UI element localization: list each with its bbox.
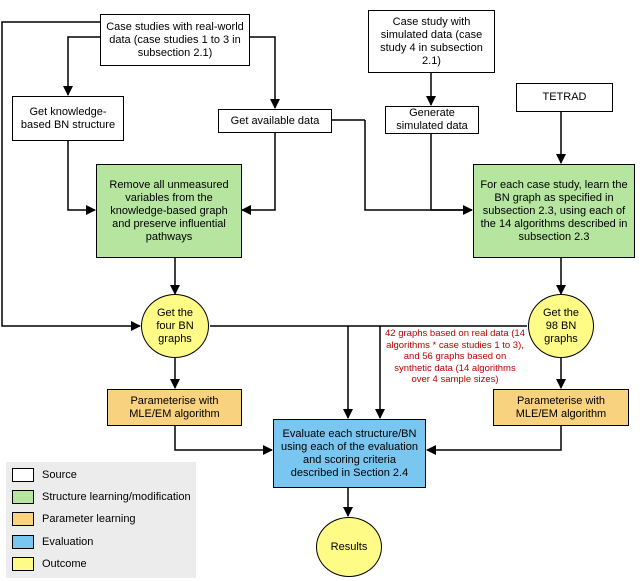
connector-param-left-to-eval <box>174 426 273 455</box>
legend-label-structure: Structure learning/modification <box>42 491 191 503</box>
four-bn-graphs-circle: Get the four BN graphs <box>141 294 209 358</box>
connector-data-to-remove <box>241 132 276 215</box>
legend-label-outcome: Outcome <box>42 558 87 570</box>
legend-item-structure: Structure learning/modification <box>12 490 191 504</box>
parameterise-right-box: Parameterise with MLE/EM algorithm <box>493 389 629 426</box>
legend-item-outcome: Outcome <box>12 557 87 571</box>
legend-label-evaluation: Evaluation <box>42 536 94 548</box>
learn-bn-label: For each case study, learn the BN graph … <box>480 178 628 243</box>
tetrad-box: TETRAD <box>516 83 613 112</box>
parameterise-left-label: Parameterise with MLE/EM algorithm <box>129 394 220 420</box>
connector-real-to-data <box>250 36 280 109</box>
98-bn-graphs-label: Get the 98 BN graphs <box>542 306 580 345</box>
knowledge-bn-box: Get knowledge-based BN structure <box>12 96 124 141</box>
legend-item-parameter: Parameter learning <box>12 512 136 526</box>
generate-data-label: Generate simulated data <box>396 107 468 132</box>
98-bn-graphs-circle: Get the 98 BN graphs <box>528 294 594 358</box>
generate-data-box: Generate simulated data <box>385 106 479 134</box>
legend-label-parameter: Parameter learning <box>42 513 136 525</box>
learn-bn-box: For each case study, learn the BN graph … <box>473 164 635 258</box>
get-data-box: Get available data <box>218 109 332 133</box>
connector-knowledge-to-remove <box>67 141 96 215</box>
real-world-data-label: Case studies with real-world data (case … <box>106 20 244 59</box>
get-data-label: Get available data <box>230 114 320 127</box>
legend-item-source: Source <box>12 468 77 482</box>
remove-variables-label: Remove all unmeasured variables from the… <box>109 178 229 243</box>
connector-param-right-to-eval <box>426 426 562 455</box>
four-bn-graphs-label: Get the four BN graphs <box>156 306 194 345</box>
simulated-data-label: Case study with simulated data (case stu… <box>380 15 483 67</box>
legend-item-evaluation: Evaluation <box>12 535 93 549</box>
legend-label-source: Source <box>42 469 77 481</box>
connector-generate-to-learn <box>430 134 473 215</box>
connector-real-to-fourbn <box>1 21 141 331</box>
legend-swatch-parameter <box>12 512 34 526</box>
real-world-data-box: Case studies with real-world data (case … <box>100 14 250 66</box>
parameterise-left-box: Parameterise with MLE/EM algorithm <box>107 389 242 426</box>
graph-count-text: 42 graphs based on real data (14 algorit… <box>385 328 525 385</box>
remove-variables-box: Remove all unmeasured variables from the… <box>96 164 242 258</box>
results-circle: Results <box>316 517 382 577</box>
graph-count-annotation: 42 graphs based on real data (14 algorit… <box>384 328 526 386</box>
tetrad-label: TETRAD <box>542 91 587 103</box>
results-label: Results <box>330 540 368 553</box>
legend-swatch-evaluation <box>12 535 34 549</box>
parameterise-right-label: Parameterise with MLE/EM algorithm <box>515 394 607 420</box>
connector-data-to-learn <box>364 120 472 211</box>
simulated-data-box: Case study with simulated data (case stu… <box>368 10 495 73</box>
legend-swatch-outcome <box>12 557 34 571</box>
legend-swatch-source <box>12 468 34 482</box>
legend-swatch-structure <box>12 490 34 504</box>
evaluate-label: Evaluate each structure/BN using each of… <box>281 427 418 479</box>
knowledge-bn-label: Get knowledge-based BN structure <box>20 105 116 131</box>
legend: Source Structure learning/modification P… <box>6 462 196 578</box>
connector-real-to-knowledge <box>63 36 100 96</box>
evaluate-box: Evaluate each structure/BN using each of… <box>273 419 426 488</box>
